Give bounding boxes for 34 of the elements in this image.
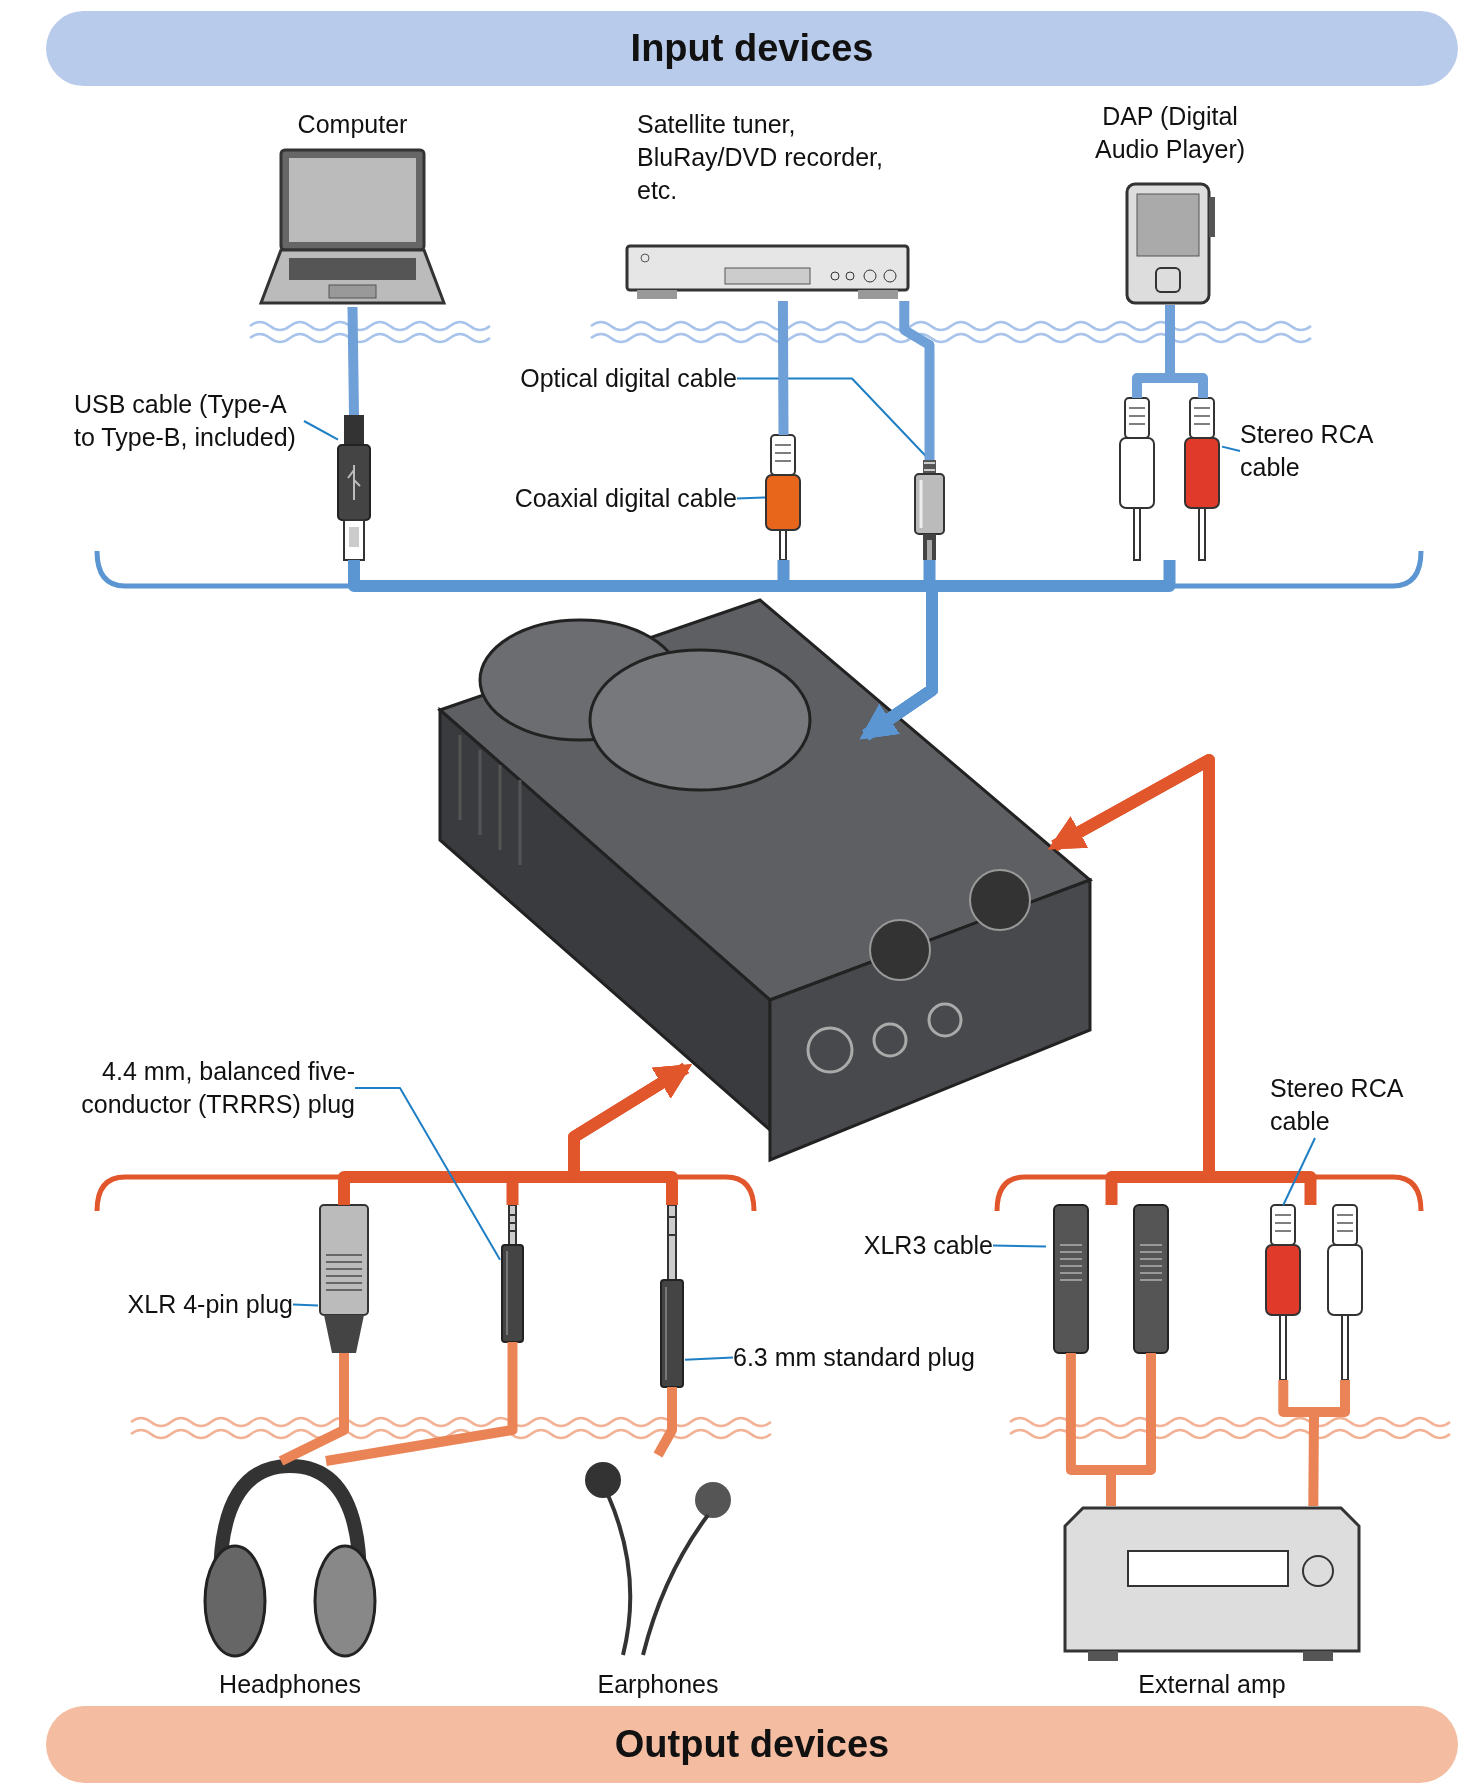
cable-label: Stereo RCA cable	[1240, 418, 1390, 484]
cable	[325, 1342, 518, 1466]
cable	[899, 301, 935, 460]
cable	[347, 306, 359, 416]
device-label: Satellite tuner, BluRay/DVD recorder, etc.	[637, 109, 884, 206]
cable-label: Optical digital cable	[440, 362, 737, 395]
device-label: Computer	[296, 109, 409, 140]
cable-label: XLR3 cable	[780, 1229, 993, 1262]
cable	[653, 1387, 677, 1458]
arrow	[568, 1062, 692, 1205]
leader-line	[292, 1303, 319, 1307]
leader-line	[1221, 445, 1241, 452]
cable-label: 4.4 mm, balanced five-conductor (TRRRS) plug	[10, 1055, 355, 1121]
cable-label: Coaxial digital cable	[440, 482, 737, 515]
leader-line	[303, 420, 339, 441]
leader-line	[992, 1244, 1047, 1248]
leader-line	[684, 1356, 734, 1361]
cable	[278, 1353, 349, 1466]
cable-label: Stereo RCA cable	[1270, 1072, 1420, 1138]
cable-label: USB cable (Type-A to Type-B, included)	[74, 388, 304, 454]
heading-band: Input devices	[46, 11, 1458, 86]
cable-label: 6.3 mm standard plug	[733, 1341, 1013, 1374]
leader-line	[354, 1087, 501, 1261]
leader-line	[736, 496, 766, 500]
device-label: DAP (Digital Audio Player)	[1093, 101, 1247, 165]
arrow	[1048, 754, 1317, 1205]
device-label: Earphones	[596, 1669, 720, 1700]
cable	[777, 301, 789, 435]
cable-label: XLR 4-pin plug	[100, 1288, 293, 1321]
arrow	[859, 560, 1176, 741]
device-label: External amp	[1137, 1669, 1287, 1700]
heading-band: Output devices	[46, 1706, 1458, 1783]
device-label: Headphones	[218, 1669, 362, 1700]
leader-line	[1282, 1137, 1316, 1206]
